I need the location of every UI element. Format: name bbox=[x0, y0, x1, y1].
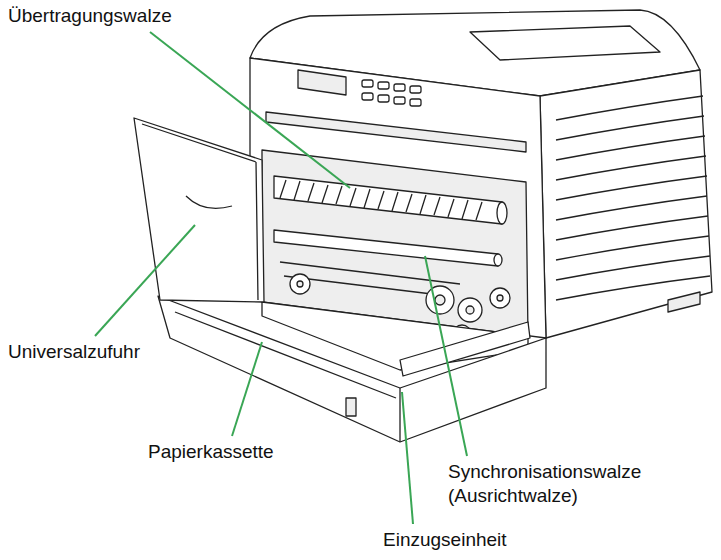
part-label: Übertragungswalze bbox=[8, 4, 172, 28]
output-tray bbox=[470, 26, 660, 60]
cassette-latch bbox=[346, 398, 356, 416]
printer-foot bbox=[668, 292, 700, 312]
sync-roller bbox=[274, 230, 498, 266]
leader-lines bbox=[95, 32, 467, 524]
panel-buttons bbox=[362, 80, 421, 106]
front-slot bbox=[266, 112, 526, 152]
transfer-roller bbox=[274, 176, 502, 224]
printer-side bbox=[540, 70, 712, 338]
roller-hatching bbox=[280, 180, 482, 220]
paper-cassette bbox=[158, 296, 546, 442]
cassette-groove bbox=[175, 312, 396, 398]
part-label: Universalzufuhr bbox=[8, 340, 140, 364]
part-label: Papierkassette bbox=[148, 440, 274, 464]
part-label: Synchronisationswalze (Ausrichtwalze) bbox=[448, 460, 698, 508]
side-vents bbox=[556, 96, 710, 300]
roller-end bbox=[497, 202, 507, 224]
cassette-edge bbox=[399, 388, 400, 442]
front-door bbox=[134, 118, 264, 302]
printer-front bbox=[250, 58, 546, 338]
display bbox=[298, 70, 346, 95]
door-grip bbox=[186, 196, 232, 208]
roller-end bbox=[494, 254, 502, 266]
door-edge bbox=[142, 124, 258, 300]
part-label: Einzugseinheit bbox=[383, 528, 507, 552]
